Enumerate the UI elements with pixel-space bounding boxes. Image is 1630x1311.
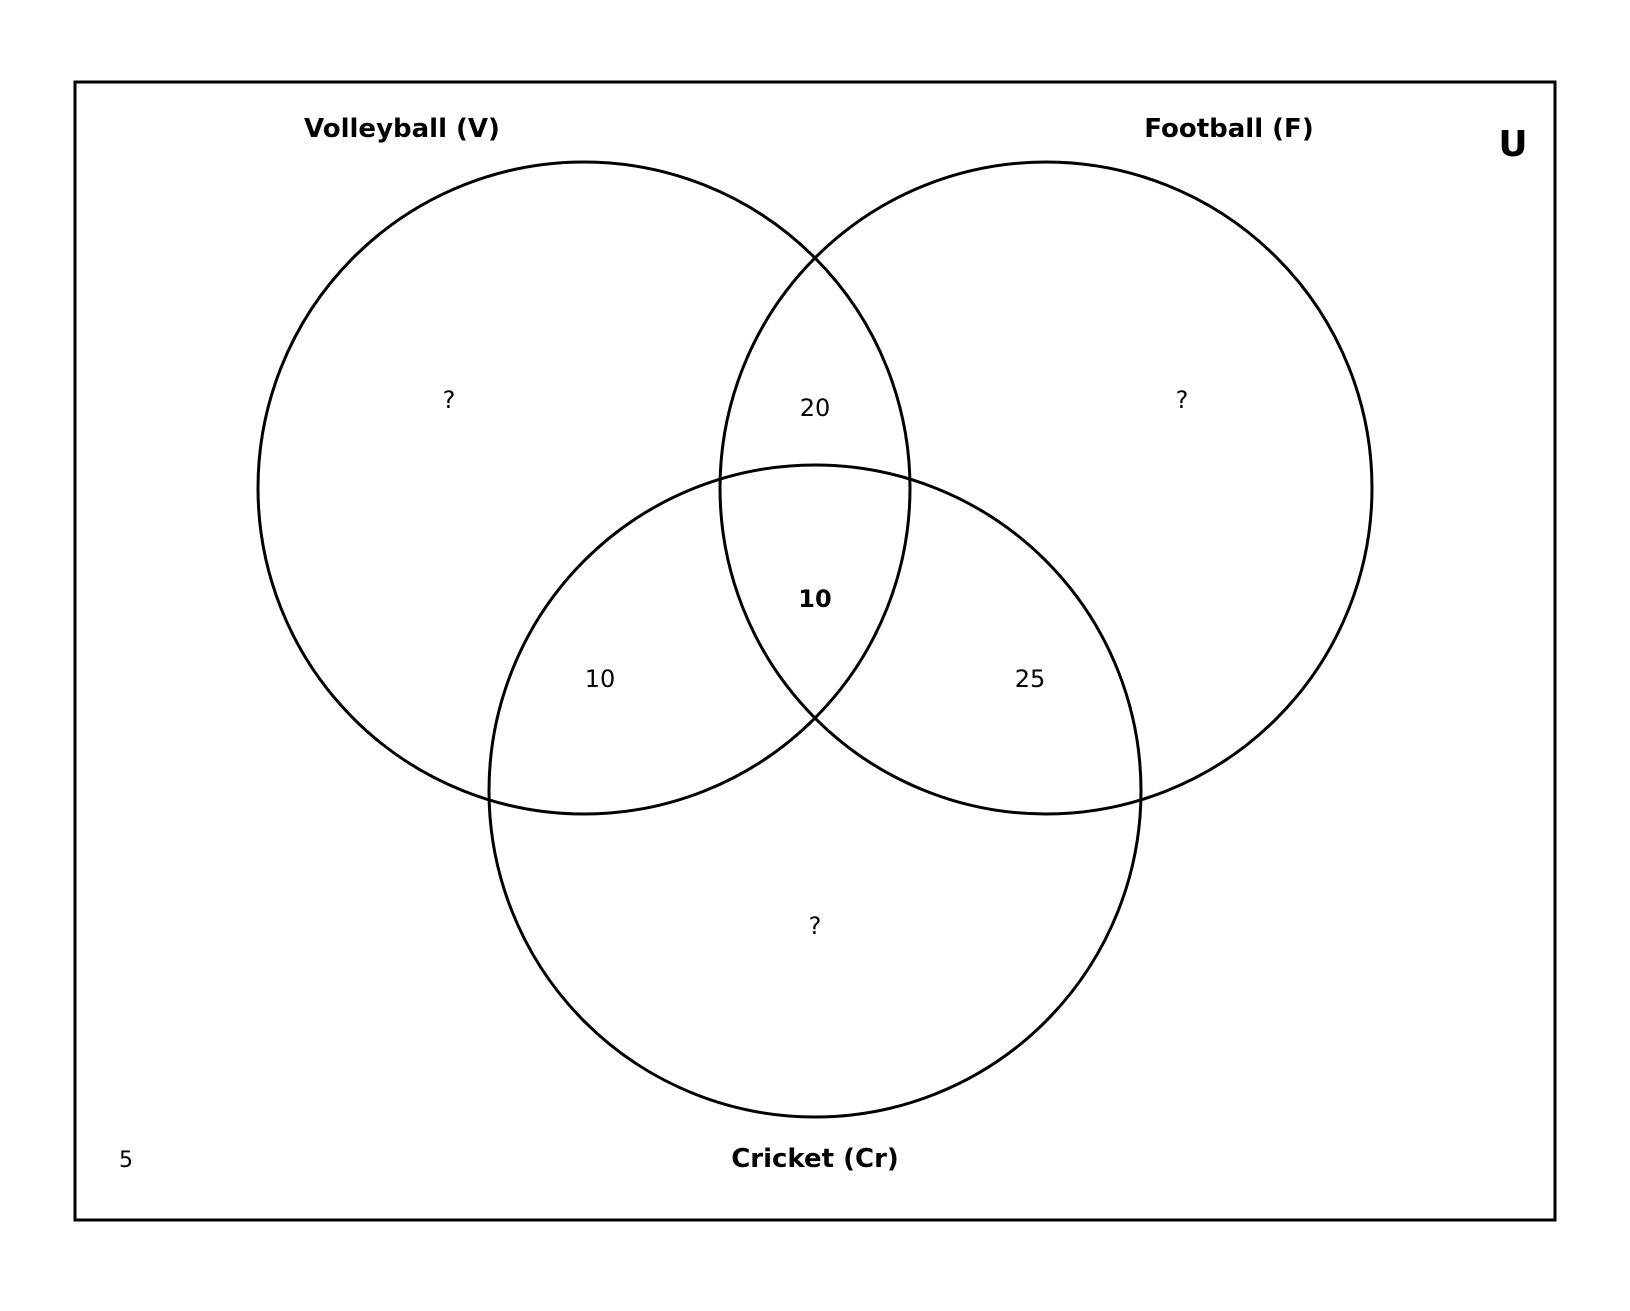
universe-frame xyxy=(73,80,1557,1222)
region-volleyball-cricket: 10 xyxy=(585,665,616,693)
region-all-three: 10 xyxy=(798,585,831,613)
region-football-cricket: 25 xyxy=(1015,665,1046,693)
volleyball-label: Volleyball (V) xyxy=(304,114,500,144)
region-football-only: ? xyxy=(1176,386,1189,414)
region-outside: 5 xyxy=(119,1148,133,1173)
region-volleyball-football: 20 xyxy=(800,394,831,422)
region-cricket-only: ? xyxy=(809,912,822,940)
football-label: Football (F) xyxy=(1144,114,1313,144)
cricket-label: Cricket (Cr) xyxy=(731,1144,899,1174)
football-circle xyxy=(718,160,1374,816)
cricket-circle xyxy=(487,463,1143,1119)
universe-label: U xyxy=(1498,124,1527,165)
region-volleyball-only: ? xyxy=(443,386,456,414)
volleyball-circle xyxy=(256,160,912,816)
